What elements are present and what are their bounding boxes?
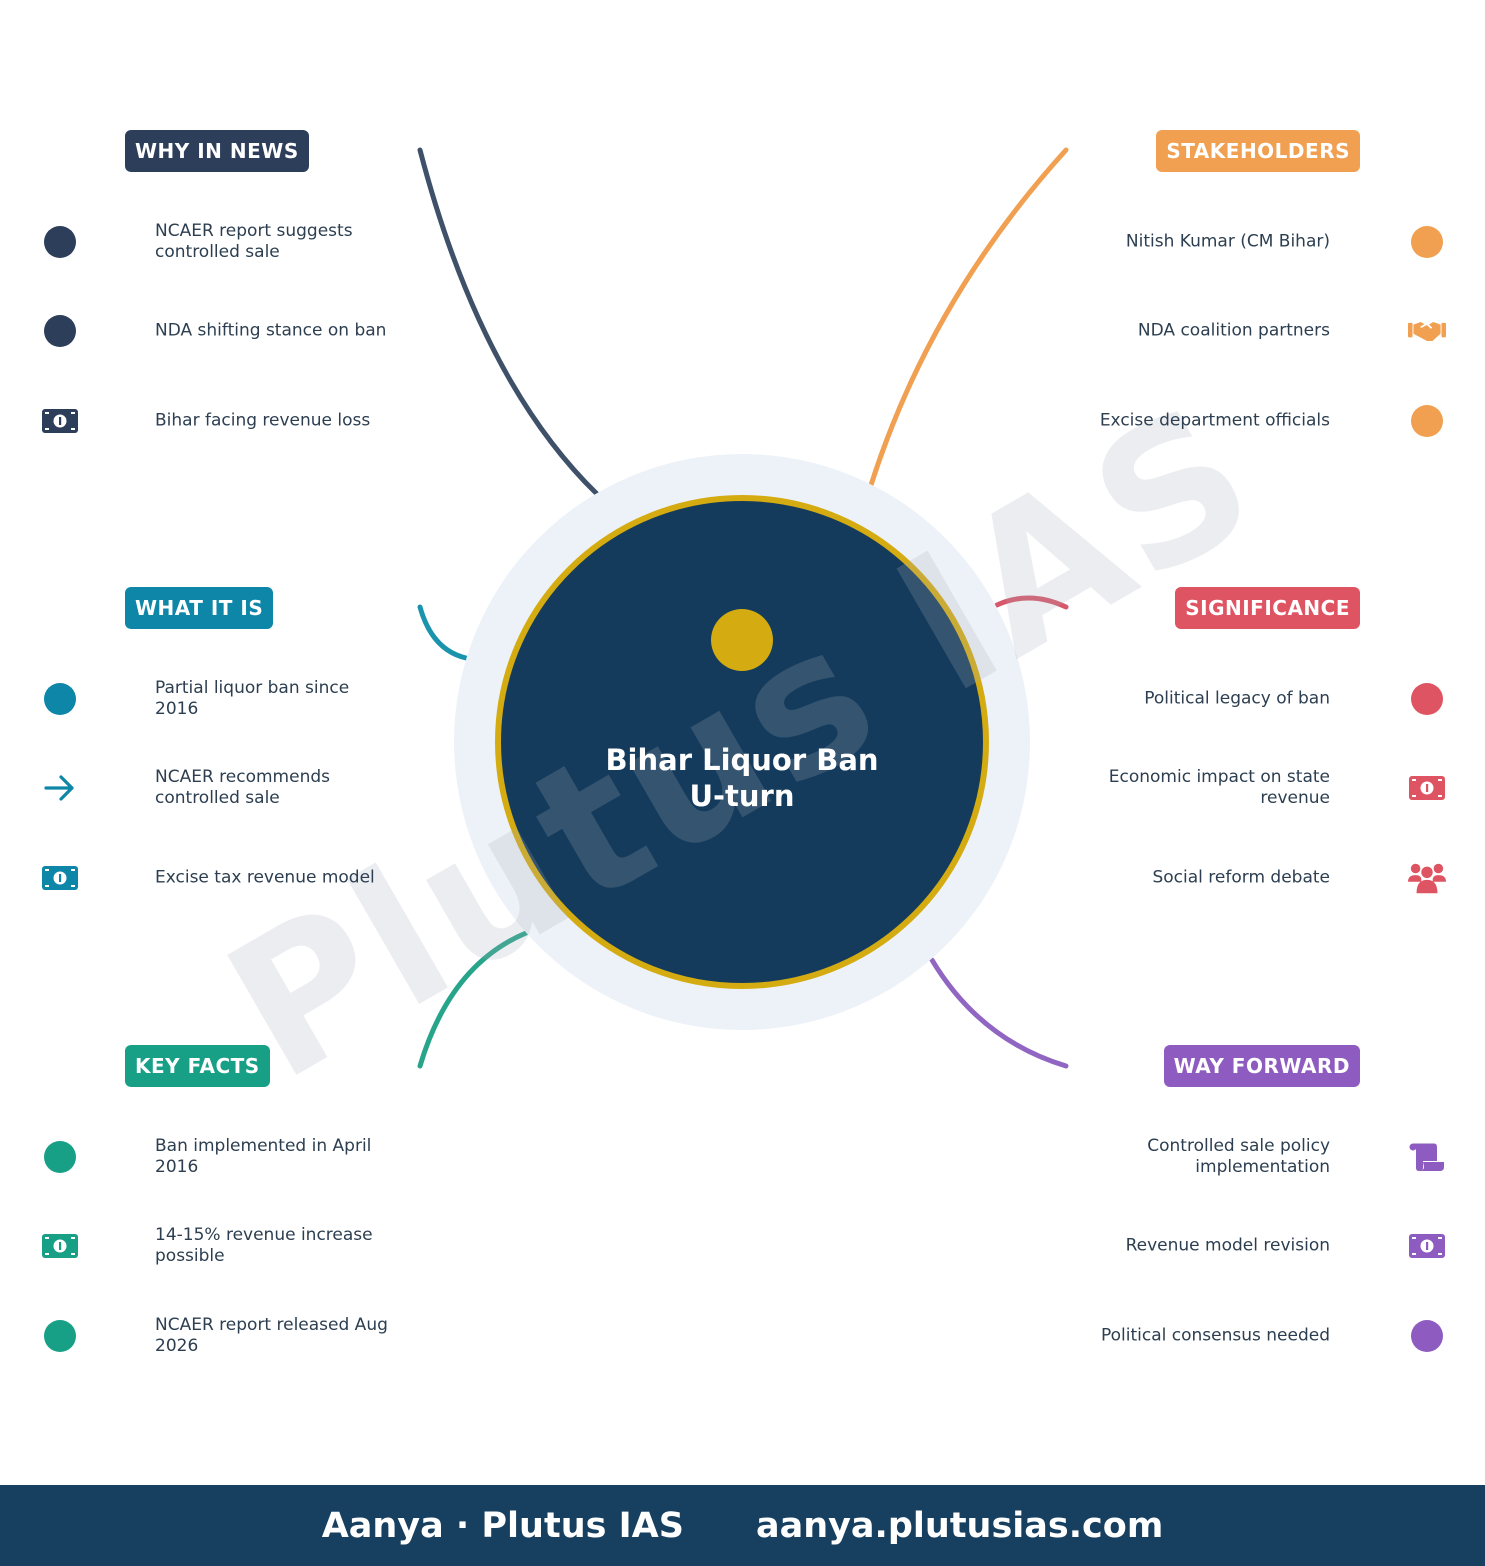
list-item-text: Ban implemented in April 2016 (155, 1136, 372, 1177)
handshake-icon (1408, 312, 1446, 350)
list-item: Partial liquor ban since 2016 (44, 669, 425, 729)
center-dot-icon (711, 609, 773, 671)
list-item-text: NCAER report suggests controlled sale (155, 221, 353, 262)
circle-icon (1408, 223, 1446, 261)
money-icon (1408, 769, 1446, 807)
list-item: 14-15% revenue increase possible (42, 1216, 425, 1276)
footer-brand: Aanya · Plutus IAS (321, 1505, 684, 1546)
section-badge: KEY FACTS (125, 1045, 270, 1087)
circle-icon (1408, 1317, 1446, 1355)
list-item-text: Economic impact on state revenue (1108, 767, 1330, 808)
money-icon (41, 859, 79, 897)
list-item-text: Excise department officials (1099, 410, 1330, 431)
list-item-text: Political legacy of ban (1144, 688, 1330, 709)
list-item-text: Social reform debate (1152, 867, 1330, 888)
list-item: Political consensus needed (1060, 1306, 1443, 1366)
list-item-text: NDA shifting stance on ban (155, 320, 387, 341)
circle-icon (41, 223, 79, 261)
section-badge: SIGNIFICANCE (1175, 587, 1360, 629)
list-item: NCAER recommends controlled sale (44, 758, 425, 818)
list-item-text: Partial liquor ban since 2016 (155, 678, 350, 719)
list-item-text: Controlled sale policy implementation (1147, 1136, 1330, 1177)
center-title-line1: Bihar Liquor Ban (605, 743, 879, 777)
list-item: NDA coalition partners (1060, 301, 1446, 361)
list-item: Social reform debate (1060, 848, 1446, 908)
list-item-text: NCAER recommends controlled sale (155, 767, 330, 808)
people-icon (1408, 859, 1446, 897)
connector-why-in-news (417, 147, 600, 497)
connector-significance (994, 595, 1069, 610)
list-item: Excise department officials (1060, 391, 1443, 451)
section-badge: WAY FORWARD (1163, 1045, 1360, 1087)
circle-icon (1408, 402, 1446, 440)
list-item: Economic impact on state revenue (1060, 758, 1445, 818)
circle-icon (41, 1317, 79, 1355)
list-item-text: NCAER report released Aug 2026 (155, 1315, 388, 1356)
section-badge: WHY IN NEWS (125, 130, 309, 172)
list-item: Revenue model revision (1060, 1216, 1445, 1276)
center-title: Bihar Liquor Ban U-turn (542, 742, 942, 814)
section-badge: STAKEHOLDERS (1156, 130, 1360, 172)
arrow-right-icon (41, 769, 79, 807)
connector-way-forward (929, 957, 1069, 1069)
list-item-text: 14-15% revenue increase possible (155, 1225, 373, 1266)
footer-website[interactable]: aanya.plutusias.com (755, 1505, 1164, 1546)
circle-icon (1408, 680, 1446, 718)
list-item-text: Political consensus needed (1100, 1325, 1330, 1346)
list-item: Controlled sale policy implementation (1060, 1127, 1444, 1187)
list-item-text: NDA coalition partners (1137, 320, 1330, 341)
scroll-icon (1408, 1138, 1446, 1176)
circle-icon (41, 1138, 79, 1176)
center-circle (495, 495, 989, 989)
circle-icon (41, 680, 79, 718)
circle-icon (41, 312, 79, 350)
list-item-text: Bihar facing revenue loss (155, 410, 371, 431)
list-item: Bihar facing revenue loss (42, 391, 425, 451)
list-item-text: Nitish Kumar (CM Bihar) (1125, 231, 1330, 252)
section-badge: WHAT IT IS (125, 587, 274, 629)
connector-what-it-is (417, 604, 469, 661)
money-icon (41, 402, 79, 440)
list-item: Political legacy of ban (1060, 669, 1443, 729)
center-title-line2: U-turn (689, 779, 795, 813)
list-item-text: Revenue model revision (1125, 1235, 1330, 1256)
money-icon (1408, 1227, 1446, 1265)
list-item-text: Excise tax revenue model (155, 867, 375, 888)
connector-key-facts (417, 930, 529, 1069)
list-item: Ban implemented in April 2016 (44, 1127, 425, 1187)
footer: Aanya · Plutus IAS aanya.plutusias.com (0, 1485, 1485, 1566)
list-item: Excise tax revenue model (42, 848, 425, 908)
list-item: NDA shifting stance on ban (44, 301, 425, 361)
list-item: NCAER report suggests controlled sale (44, 212, 425, 272)
list-item: Nitish Kumar (CM Bihar) (1060, 212, 1443, 272)
list-item: NCAER report released Aug 2026 (44, 1306, 425, 1366)
money-icon (41, 1227, 79, 1265)
connector-stakeholders (868, 147, 1069, 488)
